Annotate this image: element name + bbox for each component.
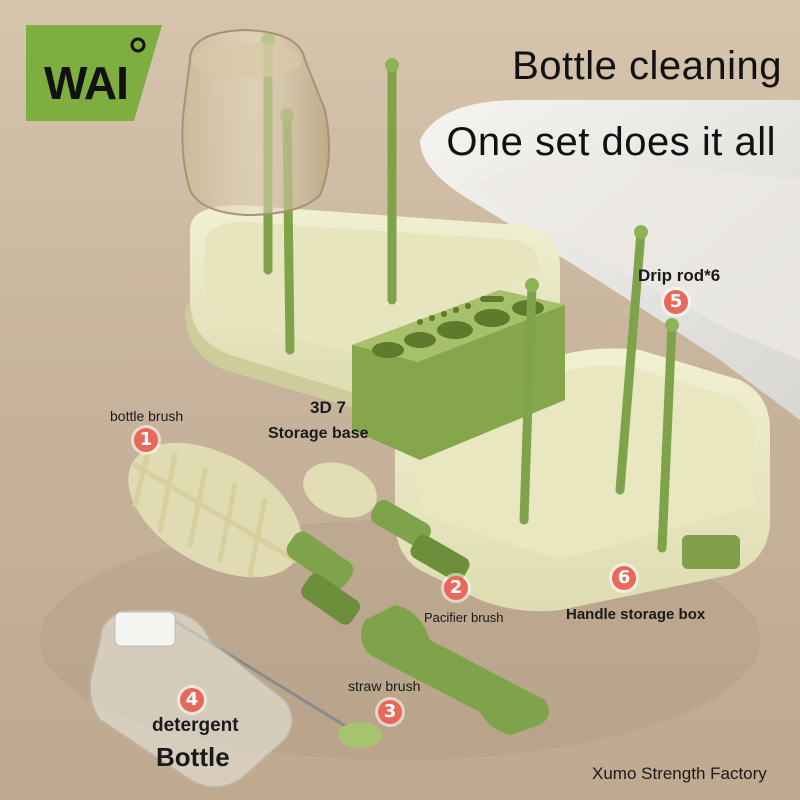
part-2-badge: 2 — [444, 576, 468, 600]
base-line-1: 3D 7 — [310, 398, 346, 417]
base-line-2: Storage base — [268, 425, 369, 442]
bottle-brush-illustration — [128, 442, 361, 625]
headline-line-2: One set does it all — [446, 120, 776, 164]
part-6-label: Handle storage box — [566, 606, 706, 623]
brand-logo — [26, 25, 162, 121]
part-1-badge: 1 — [134, 428, 158, 452]
part-5-label: Drip rod*6 — [638, 266, 721, 285]
storage-base — [352, 290, 565, 460]
part-3-label: straw brush — [348, 678, 421, 694]
pacifier-brush-illustration — [303, 462, 470, 582]
brand-logo-text: WAI — [44, 57, 129, 109]
part-4-badge: 4 — [180, 688, 204, 712]
part-2-label: Pacifier brush — [424, 610, 504, 625]
part-4-label-line-2: Bottle — [156, 742, 230, 772]
part-3-badge: 3 — [378, 700, 402, 724]
part-6-badge: 6 — [612, 566, 636, 590]
headline-line-1: Bottle cleaning — [512, 44, 782, 88]
baby-bottle — [181, 28, 330, 217]
part-1-label: bottle brush — [110, 408, 184, 424]
part-4-label-line-1: detergent — [152, 715, 239, 736]
maker-credit: Xumo Strength Factory — [592, 764, 767, 783]
part-5-badge: 5 — [664, 290, 688, 314]
